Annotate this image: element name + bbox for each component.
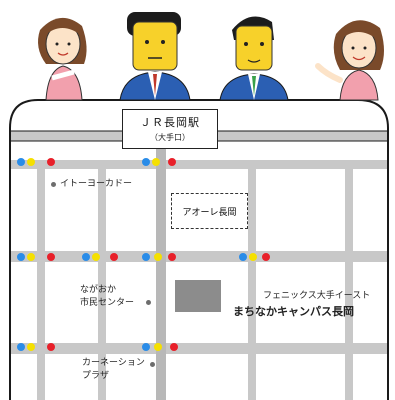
road-horizontal-2 bbox=[11, 251, 387, 262]
station-name: ＪＲ長岡駅 bbox=[140, 116, 200, 129]
traffic-signal-icon bbox=[239, 253, 270, 261]
machinaka-label: まちなかキャンパス長岡 bbox=[233, 305, 354, 318]
machinaka-building bbox=[175, 280, 221, 312]
ito-yokado-label: イトーヨーカドー bbox=[60, 179, 133, 189]
road-vertical-4 bbox=[345, 160, 353, 400]
character-man-1-icon bbox=[119, 12, 191, 101]
character-woman-right-icon bbox=[315, 20, 384, 101]
traffic-signal-icon bbox=[142, 253, 176, 261]
station-box: ＪＲ長岡駅 （大手口） bbox=[122, 109, 218, 149]
traffic-signal-icon bbox=[17, 253, 55, 261]
carnation-label-2: プラザ bbox=[82, 371, 110, 381]
road-vertical-main bbox=[156, 148, 166, 400]
character-man-2-icon bbox=[219, 16, 289, 101]
carnation-label-1: カーネーション bbox=[82, 358, 145, 368]
landmark-dot-icon bbox=[51, 182, 56, 187]
traffic-signal-icon bbox=[142, 158, 176, 166]
phoenix-label: フェニックス大手イースト bbox=[263, 291, 371, 301]
road-vertical-1 bbox=[37, 160, 45, 400]
shimin-center-label-1: ながおか bbox=[80, 285, 117, 295]
traffic-signal-icon bbox=[17, 158, 55, 166]
traffic-signal-icon bbox=[82, 253, 118, 261]
aore-label: アオーレ長岡 bbox=[182, 207, 237, 218]
traffic-signal-icon bbox=[142, 343, 178, 351]
landmark-dot-icon bbox=[150, 362, 155, 367]
shimin-center-label-2: 市民センター bbox=[80, 298, 135, 308]
aore-box: アオーレ長岡 bbox=[171, 193, 248, 229]
road-horizontal-3 bbox=[11, 343, 387, 354]
landmark-dot-icon bbox=[146, 300, 151, 305]
traffic-signal-icon bbox=[17, 343, 55, 351]
character-woman-left-icon bbox=[38, 17, 87, 101]
road-vertical-3 bbox=[248, 160, 256, 400]
station-exit: （大手口） bbox=[150, 133, 190, 142]
road-horizontal-1 bbox=[11, 160, 387, 169]
road-vertical-2 bbox=[98, 160, 106, 400]
